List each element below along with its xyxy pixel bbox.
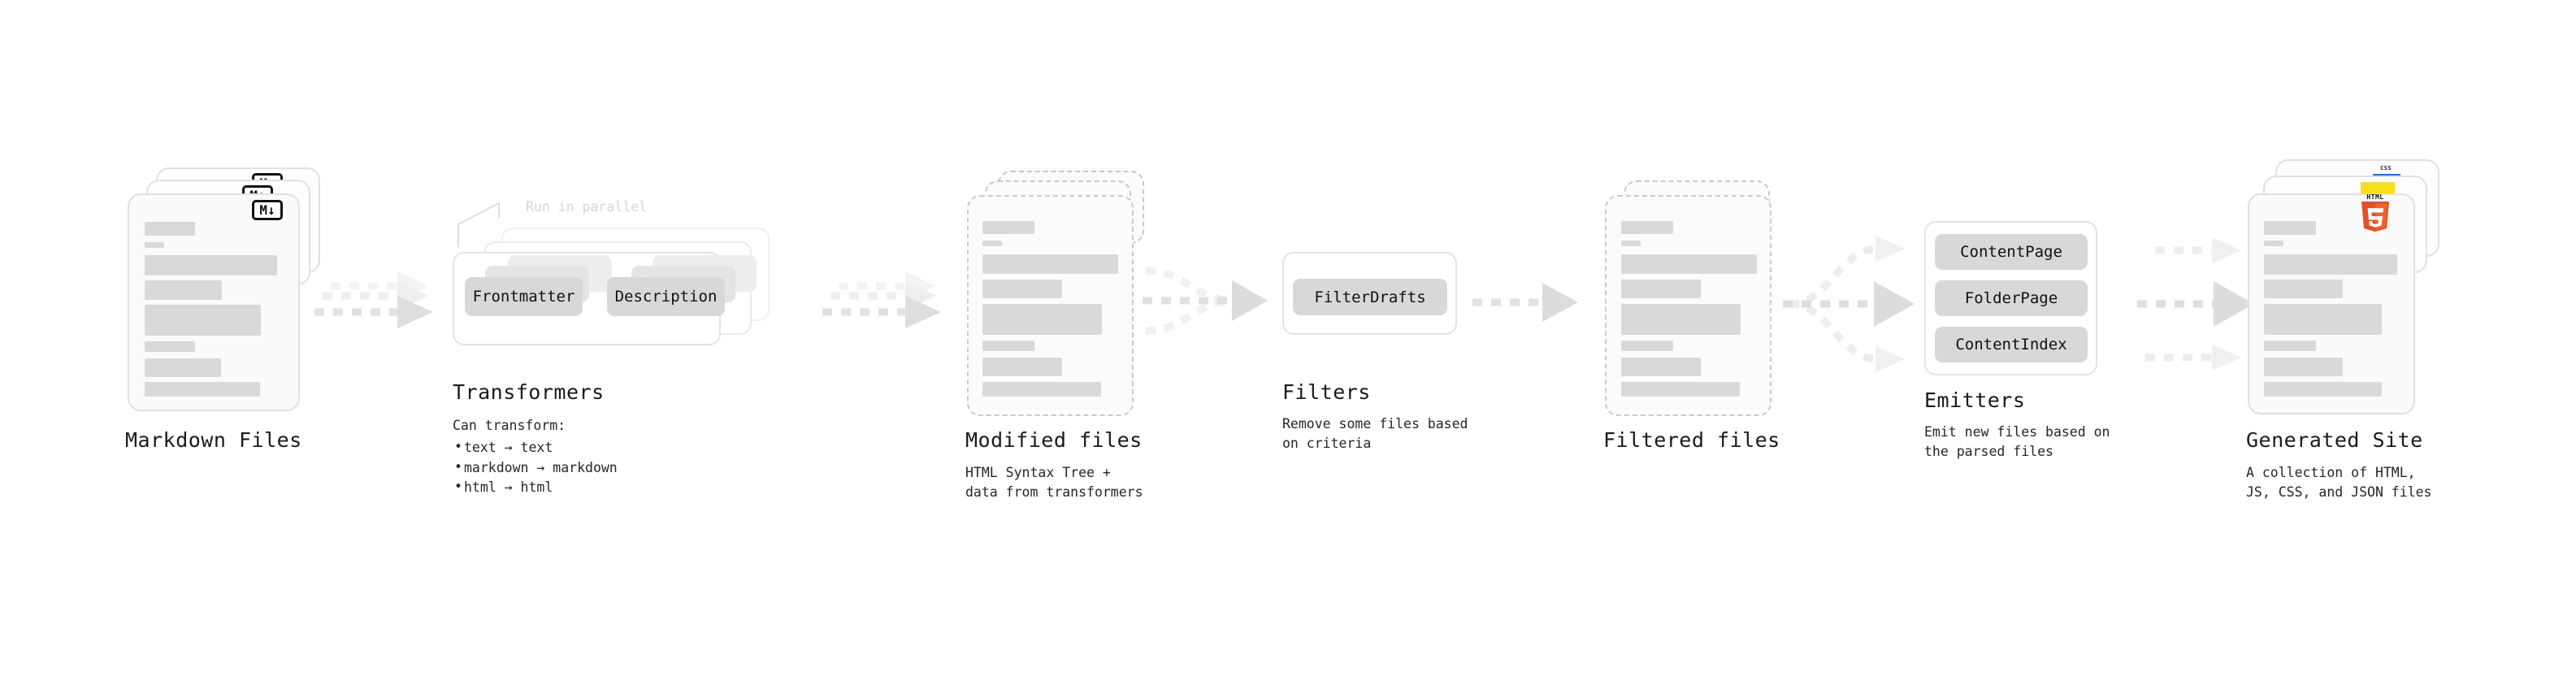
arrow-emitters-to-site [2137, 237, 2254, 371]
skeleton-bar [145, 358, 221, 377]
stage-desc-modified-files: HTML Syntax Tree + data from transformer… [965, 465, 1143, 500]
skeleton-bar [2264, 358, 2343, 376]
transformers-note-heading: Can transform: [453, 418, 566, 433]
skeleton-bar [982, 254, 1118, 274]
skeleton-bar [982, 280, 1062, 298]
transformers-note-item: markdown → markdown [453, 458, 618, 479]
stage-title-generated-site: Generated Site [2246, 428, 2423, 452]
arrow-markdown-to-transformers [314, 271, 433, 328]
html5-icon: HTML [2359, 193, 2392, 232]
skeleton-bar [2264, 241, 2283, 246]
skeleton-bar [1621, 382, 1740, 397]
arrow-modified-to-filters [1143, 267, 1268, 335]
transformers-note-item: html → html [453, 477, 618, 498]
stage-desc-emitters: Emit new files based on the parsed files [1924, 424, 2110, 459]
transformers-note: Can transform: text → text markdown → ma… [453, 416, 618, 498]
transformer-chip-frontmatter[interactable]: Frontmatter [465, 277, 583, 316]
skeleton-bar [1621, 358, 1701, 376]
skeleton-bar [982, 340, 1034, 351]
stage-title-markdown-files: Markdown Files [125, 428, 302, 452]
skeleton-bar [145, 382, 260, 397]
parallel-note: Run in parallel [526, 199, 648, 215]
skeleton-bar [982, 358, 1062, 376]
skeleton-bar [1621, 304, 1741, 335]
skeleton-bar [982, 304, 1102, 335]
skeleton-bar [1621, 340, 1673, 351]
stage-title-modified-files: Modified files [965, 428, 1143, 452]
markdown-icon: M↓ [252, 200, 283, 220]
emitter-chip-folderpage[interactable]: FolderPage [1935, 280, 2088, 316]
skeleton-bar [145, 222, 195, 236]
arrow-transformers-to-modified [822, 271, 941, 328]
emitter-chip-contentpage[interactable]: ContentPage [1935, 234, 2088, 270]
stage-title-transformers: Transformers [453, 380, 605, 404]
skeleton-bar [1621, 241, 1641, 246]
skeleton-bar [2264, 304, 2382, 335]
transformers-note-item: text → text [453, 437, 618, 458]
arrow-filtered-to-emitters [1783, 236, 1915, 372]
stage-desc-filters: Remove some files based on criteria [1282, 416, 1468, 451]
arrow-filters-to-filtered [1472, 283, 1578, 322]
html5-icon-label: HTML [2366, 193, 2384, 201]
skeleton-bar [145, 305, 261, 336]
css-badge-label: CSS [2380, 165, 2392, 171]
skeleton-bar [1621, 280, 1701, 298]
skeleton-bar [2264, 280, 2343, 298]
transformer-chip-description[interactable]: Description [607, 277, 725, 316]
emitter-chip-contentindex[interactable]: ContentIndex [1935, 327, 2088, 362]
stage-title-emitters: Emitters [1924, 388, 2026, 412]
skeleton-bar [2264, 254, 2397, 275]
skeleton-bar [2264, 340, 2316, 351]
skeleton-bar [2264, 382, 2382, 397]
skeleton-bar [1621, 254, 1757, 274]
stage-title-filtered-files: Filtered files [1603, 428, 1780, 452]
skeleton-bar [145, 255, 277, 275]
skeleton-bar [982, 241, 1002, 246]
skeleton-bar [145, 242, 164, 248]
parallel-bracket [458, 202, 500, 247]
skeleton-bar [145, 280, 222, 300]
skeleton-bar [1621, 221, 1673, 234]
skeleton-bar [2264, 221, 2316, 235]
skeleton-bar [982, 221, 1034, 234]
stage-title-filters: Filters [1282, 380, 1371, 404]
skeleton-bar [982, 382, 1101, 397]
stage-desc-generated-site: A collection of HTML, JS, CSS, and JSON … [2246, 465, 2432, 500]
skeleton-bar [145, 341, 195, 352]
filter-chip-filterdrafts[interactable]: FilterDrafts [1293, 279, 1447, 315]
